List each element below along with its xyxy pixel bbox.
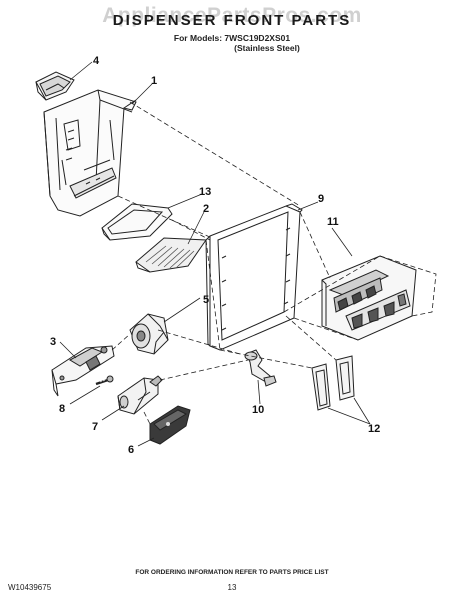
models-label: For Models: 7WSC19D2XS01 (Stainless Stee… [0, 33, 464, 53]
models-line-1: For Models: 7WSC19D2XS01 [173, 33, 291, 43]
callout-8: 8 [59, 403, 65, 415]
part-4-cap [35, 71, 75, 101]
callout-3: 3 [50, 336, 56, 348]
part-1-housing [43, 89, 137, 217]
assembly-guide-lines [111, 101, 437, 425]
callout-4: 4 [93, 55, 100, 67]
callout-5: 5 [203, 294, 209, 306]
callout-13: 13 [199, 186, 211, 198]
callout-10: 10 [252, 404, 264, 416]
part-11-control [321, 255, 417, 341]
callout-numbers: 4 1 13 2 9 11 5 3 8 7 6 10 12 [50, 55, 380, 456]
callout-9: 9 [318, 193, 324, 205]
callout-2: 2 [203, 203, 209, 215]
page-title: DISPENSER FRONT PARTS [112, 12, 352, 29]
ordering-note: FOR ORDERING INFORMATION REFER TO PARTS … [135, 569, 329, 576]
callout-11: 11 [327, 216, 339, 228]
watermark: AppliancePartsPros.com [102, 4, 362, 27]
part-8-screw [95, 375, 114, 386]
callout-6: 6 [128, 444, 134, 456]
part-9-frame [205, 203, 303, 351]
page-number: 13 [227, 583, 237, 592]
document-number: W10439675 [8, 583, 52, 592]
callout-7: 7 [92, 421, 98, 433]
callout-12: 12 [368, 423, 380, 435]
part-7-actuator [117, 375, 163, 415]
callout-1: 1 [151, 75, 157, 87]
models-line-2: (Stainless Steel) [234, 43, 300, 53]
leader-lines [59, 61, 371, 447]
part-12-paddles [311, 355, 355, 411]
part-6-pad [149, 405, 191, 445]
part-13-tray-frame [101, 203, 173, 241]
part-3-bracket [51, 345, 115, 397]
part-5-motor [129, 313, 169, 355]
part-2-grille [135, 237, 207, 273]
part-10-fitting [244, 349, 277, 387]
